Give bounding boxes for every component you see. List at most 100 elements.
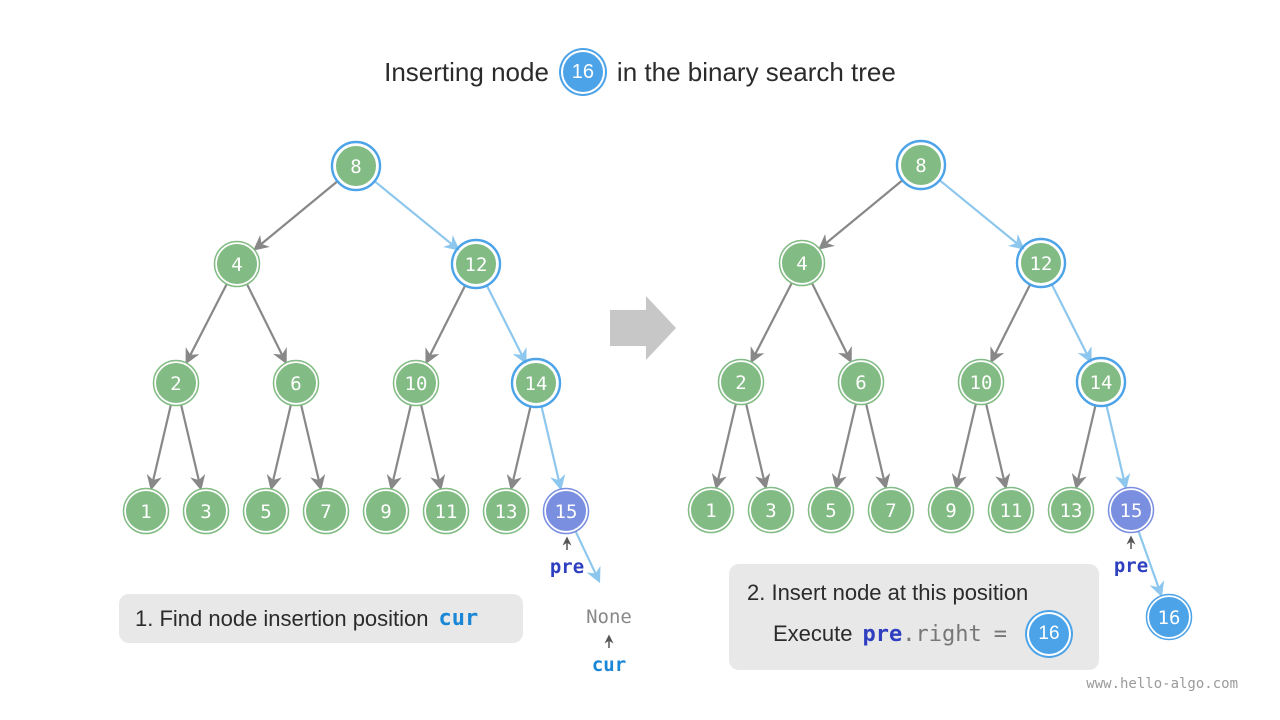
- tree0-node-1: 1: [122, 487, 170, 535]
- tree0-edge-10-9: [386, 405, 412, 491]
- tree0-node-1-label: 1: [140, 501, 151, 523]
- step2-execute: Execute: [773, 621, 853, 646]
- step1-text: 1. Find node insertion position: [135, 605, 429, 631]
- tree0-node-10: 10: [392, 359, 440, 407]
- tree0-node-8: 8: [330, 140, 382, 192]
- tree1-node-7: 7: [867, 486, 915, 534]
- tree0-node-5-label: 5: [260, 501, 271, 523]
- transition-arrow-icon: [610, 296, 676, 360]
- tree0-edge-10-11: [420, 405, 446, 491]
- step2-code-pre: pre: [862, 621, 903, 647]
- tree0-node-14-label: 14: [525, 373, 548, 395]
- tree0-node-9: 9: [362, 487, 410, 535]
- tree0-node-15-label: 15: [555, 501, 578, 523]
- tree1-node-4: 4: [778, 239, 826, 287]
- tree1-node-13: 13: [1047, 486, 1095, 534]
- tree1-node-16-inserted-label: 16: [1158, 607, 1181, 629]
- tree0-node-7: 7: [302, 487, 350, 535]
- tree1-node-5-label: 5: [825, 500, 836, 522]
- left-pre-label: pre: [550, 556, 584, 578]
- step2-code-dot: .: [902, 621, 916, 647]
- tree1-node-9: 9: [927, 486, 975, 534]
- tree0-edge-14-13: [506, 405, 532, 491]
- tree1-edge-12-14: [1050, 283, 1092, 364]
- tree1-edge-10-9: [951, 404, 977, 490]
- tree1-node-15: 15: [1107, 486, 1155, 534]
- watermark: www.hello-algo.com: [1086, 676, 1238, 692]
- tree0-node-14: 14: [510, 357, 562, 409]
- tree1-node-1: 1: [687, 486, 735, 534]
- tree0-edge-12-14: [485, 284, 527, 365]
- tree1-edge-15-16: [1137, 531, 1165, 598]
- tree0-node-11: 11: [422, 487, 470, 535]
- step2-code-eq: =: [993, 621, 1007, 647]
- tree1-node-8-label: 8: [915, 155, 926, 177]
- tree1-node-11: 11: [987, 486, 1035, 534]
- tree0-node-8-label: 8: [350, 156, 361, 178]
- tree1-node-6-label: 6: [855, 372, 866, 394]
- tree0-node-5: 5: [242, 487, 290, 535]
- tree1-node-15-label: 15: [1120, 500, 1143, 522]
- step2-caption: 2. Insert node at this position Execute …: [729, 564, 1099, 670]
- tree0-node-2-label: 2: [170, 373, 181, 395]
- tree1-node-10-label: 10: [970, 372, 993, 394]
- tree1-edge-4-2: [750, 282, 793, 364]
- left-cur-label: cur: [592, 654, 626, 676]
- tree1-node-2-label: 2: [735, 372, 746, 394]
- tree0-node-6-label: 6: [290, 373, 301, 395]
- left-pre-pointer: pre: [550, 536, 584, 578]
- tree0-edge-15-none: [574, 531, 601, 584]
- tree1-node-10: 10: [957, 358, 1005, 406]
- tree0-node-13: 13: [482, 487, 530, 535]
- title-suffix: in the binary search tree: [616, 56, 896, 87]
- tree0-node-4-label: 4: [231, 254, 242, 276]
- tree1-edge-12-10: [990, 283, 1032, 364]
- tree1-node-16-inserted: 16: [1145, 593, 1193, 641]
- step1-code: cur: [438, 606, 479, 631]
- tree0-edge-8-12: [373, 179, 460, 251]
- tree0-edge-6-5: [266, 405, 292, 491]
- tree0-edge-6-7: [300, 405, 326, 491]
- tree0-node-12: 12: [450, 238, 502, 290]
- step1-caption: 1. Find node insertion position cur: [119, 594, 523, 643]
- step2-code-right: right: [915, 621, 982, 647]
- tree0-node-13-label: 13: [495, 501, 518, 523]
- tree1-node-14-label: 14: [1090, 372, 1113, 394]
- tree1-node-5: 5: [807, 486, 855, 534]
- tree0-node-9-label: 9: [380, 501, 391, 523]
- tree1-node-13-label: 13: [1060, 500, 1083, 522]
- tree0-node-10-label: 10: [405, 373, 428, 395]
- tree0-node-6: 6: [272, 359, 320, 407]
- tree1-node-11-label: 11: [1000, 500, 1023, 522]
- tree1-edge-2-1: [711, 404, 737, 490]
- tree1-edge-4-6: [811, 283, 852, 364]
- tree1-edge-6-7: [865, 404, 891, 490]
- right-pre-label: pre: [1114, 555, 1148, 577]
- tree0-node-11-label: 11: [435, 501, 458, 523]
- right-pre-pointer: pre: [1114, 535, 1148, 577]
- tree0-node-3: 3: [182, 487, 230, 535]
- tree1-node-9-label: 9: [945, 500, 956, 522]
- tree1-edge-8-4: [818, 178, 904, 250]
- tree0-edge-2-3: [180, 405, 206, 491]
- tree0-edge-12-10: [425, 284, 467, 365]
- tree0-edge-4-6: [246, 284, 287, 365]
- none-label: None: [586, 606, 632, 628]
- page-title: Inserting node 16 in the binary search t…: [0, 44, 1280, 100]
- tree1-node-6: 6: [837, 358, 885, 406]
- step2-node-16: 16: [1028, 614, 1069, 654]
- tree1-edge-2-3: [745, 404, 771, 490]
- tree0-node-4: 4: [213, 240, 261, 288]
- tree1-node-1-label: 1: [705, 500, 716, 522]
- tree1-node-14: 14: [1075, 356, 1127, 408]
- tree0-node-12-label: 12: [465, 254, 488, 276]
- tree1-node-3: 3: [747, 486, 795, 534]
- tree1-edge-6-5: [831, 404, 857, 490]
- tree1-node-3-label: 3: [765, 500, 776, 522]
- left-cur-pointer: cur: [592, 634, 626, 676]
- title-node-16: 16: [562, 52, 603, 92]
- tree1-node-12-label: 12: [1030, 253, 1053, 275]
- tree1-edge-14-15: [1105, 404, 1131, 490]
- tree0-edge-14-15: [540, 405, 566, 491]
